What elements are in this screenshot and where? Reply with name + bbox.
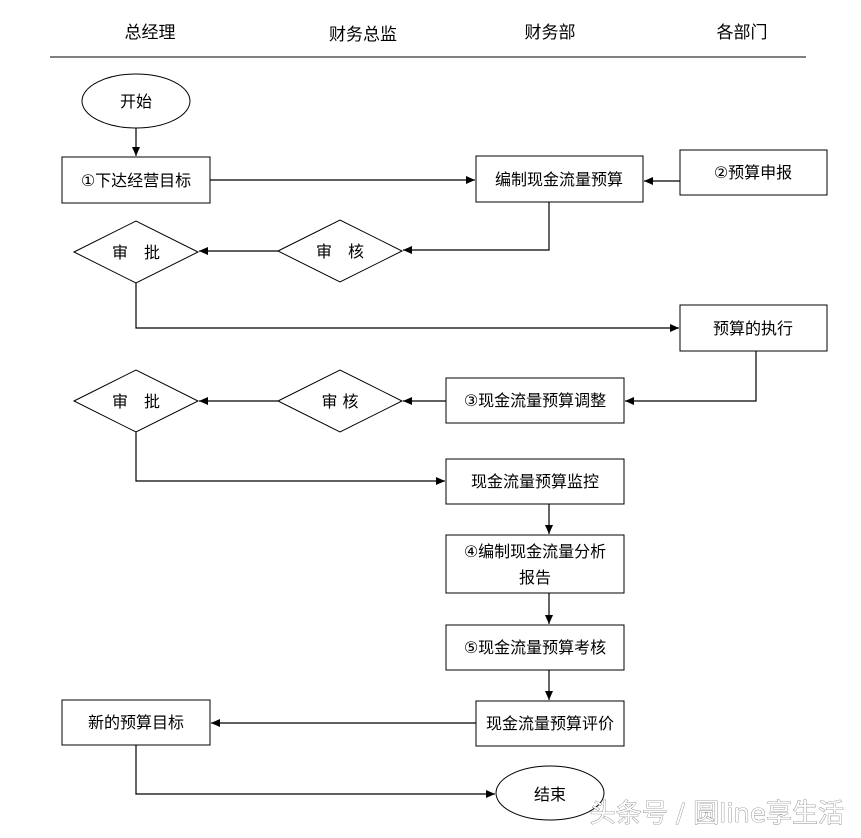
arrow-execute-to-adjust	[625, 351, 757, 405]
monitor-box	[445, 458, 625, 505]
execute-box	[679, 304, 828, 352]
execute-label: 预算的执行	[713, 319, 793, 338]
dept-report-label: ②预算申报	[714, 163, 792, 182]
issue-target-box	[61, 156, 211, 204]
analysis-report-box	[445, 534, 625, 594]
end-label: 结束	[534, 785, 566, 804]
adjust-box	[445, 377, 625, 424]
assess-label: ⑤现金流量预算考核	[464, 638, 606, 657]
evaluate-box	[475, 700, 625, 747]
review-label-1: 审 核	[316, 242, 364, 261]
evaluate-label: 现金流量预算评价	[486, 714, 614, 733]
monitor-label: 现金流量预算监控	[471, 472, 599, 491]
analysis-report-label-2: 报告	[519, 568, 551, 587]
arrow-approve-2-to-monitor	[135, 432, 445, 485]
review-label-2: 审 核	[321, 392, 358, 411]
approve-label-1: 审 批	[112, 243, 160, 262]
lane-finance-dept: 财务部	[525, 23, 576, 43]
start-label: 开始	[120, 92, 152, 111]
compile-budget-label: 编制现金流量预算	[495, 170, 623, 189]
issue-target-label: ①下达经营目标	[81, 171, 191, 190]
lane-departments: 各部门	[717, 23, 768, 43]
dept-report-box	[679, 149, 828, 196]
approve-diamond-1	[72, 220, 200, 284]
arrow-compile-to-review-1	[403, 202, 550, 254]
assess-box	[445, 624, 625, 671]
lane-general-manager: 总经理	[125, 23, 176, 43]
compile-budget-box	[475, 155, 644, 203]
review-diamond-1	[276, 219, 404, 283]
approve-diamond-2	[72, 369, 200, 433]
arrow-approve-1-to-execute	[135, 283, 679, 332]
new-target-box	[61, 699, 211, 746]
review-diamond-2	[276, 369, 404, 433]
end-node	[495, 765, 605, 821]
watermark: 头条号 / 圆line享生活	[590, 799, 844, 829]
arrow-new-target-to-end	[135, 745, 495, 798]
lane-finance-director: 财务总监	[329, 25, 397, 45]
approve-label-2: 审 批	[112, 392, 160, 411]
new-target-label: 新的预算目标	[88, 713, 184, 732]
analysis-report-label-1: ④编制现金流量分析	[464, 542, 606, 561]
adjust-label: ③现金流量预算调整	[464, 391, 606, 410]
